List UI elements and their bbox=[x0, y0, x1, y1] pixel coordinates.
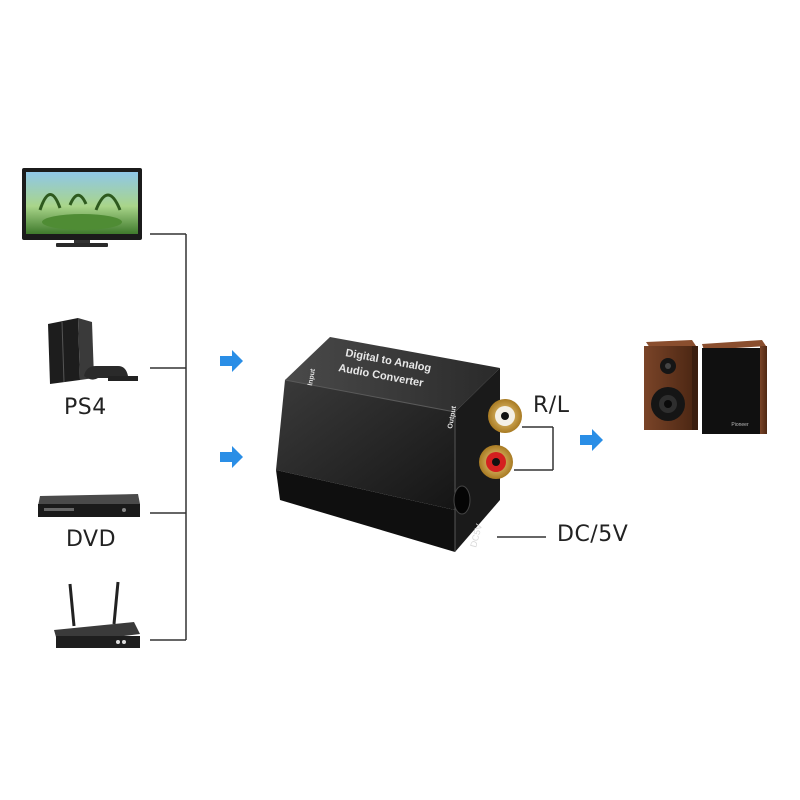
converter-box bbox=[276, 337, 500, 552]
output-arrow-icon bbox=[580, 429, 603, 451]
dvd-player-icon bbox=[38, 494, 140, 517]
dc-power-label: DC/5V bbox=[557, 522, 629, 547]
dc-power-port-icon bbox=[453, 485, 471, 515]
speaker-brand-label: Pioneer bbox=[731, 422, 749, 428]
output-port-label: Output bbox=[447, 405, 458, 429]
rca-red-jack-icon bbox=[479, 445, 513, 479]
router-icon bbox=[54, 581, 140, 648]
source-connector-lines bbox=[150, 233, 187, 641]
ps4-console-icon bbox=[48, 318, 138, 384]
left-speaker-icon bbox=[644, 340, 698, 430]
ps4-label: PS4 bbox=[64, 395, 107, 420]
rca-white-jack-icon bbox=[488, 399, 522, 433]
input-arrow-icon bbox=[220, 446, 243, 468]
tv-icon bbox=[22, 168, 142, 247]
right-speaker-icon: Pioneer bbox=[702, 340, 767, 434]
dvd-label: DVD bbox=[66, 527, 117, 552]
input-port-label: Input bbox=[307, 368, 317, 387]
input-arrow-icon bbox=[220, 350, 243, 372]
rl-bracket bbox=[514, 426, 554, 471]
rl-channel-label: R/L bbox=[533, 393, 570, 418]
